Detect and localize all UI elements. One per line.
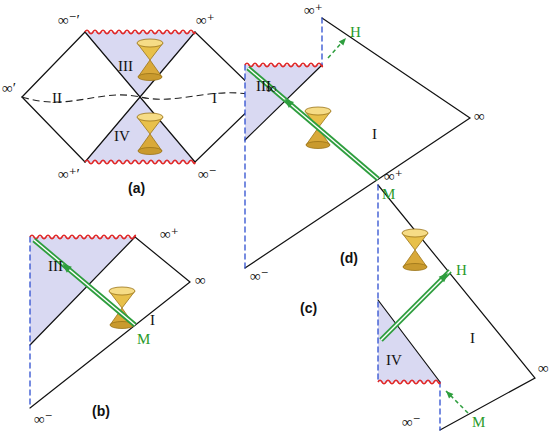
event-label: M: [382, 186, 395, 202]
origin-line: [377, 185, 378, 382]
boundary-line: [22, 97, 85, 162]
singularity-line: [85, 160, 195, 164]
event-label: M: [472, 414, 485, 430]
arrow-head: [284, 99, 294, 108]
infinity-label: ∞′: [2, 80, 16, 96]
arrow-head: [339, 38, 346, 46]
dashed-ray: [328, 38, 346, 58]
light-cone-top: [137, 39, 163, 47]
region-label: III: [256, 78, 271, 94]
infinity-label: ∞⁻: [198, 166, 217, 182]
singularity-line: [245, 63, 322, 67]
light-cone-top: [402, 229, 428, 237]
arrow-head: [446, 391, 453, 398]
singularity-line: [378, 380, 440, 384]
region-label: I: [372, 126, 377, 142]
region-label: I: [150, 312, 155, 328]
singularity-line: [30, 235, 135, 239]
infinity-label: ∞⁻′: [58, 12, 80, 28]
light-cone-base: [138, 148, 162, 155]
light-ray: [34, 240, 135, 325]
event-label: H: [350, 24, 361, 40]
shaded-region: [85, 32, 195, 97]
infinity-label: ∞⁺: [304, 2, 323, 18]
region-label: I: [470, 330, 475, 346]
infinity-label: ∞⁺: [384, 168, 403, 184]
horizon-line: [85, 32, 195, 162]
boundary-line: [22, 32, 85, 97]
event-label: H: [456, 262, 467, 278]
panel-label: (b): [92, 403, 110, 419]
light-ray-core: [34, 240, 135, 325]
infinity-label: ∞⁺: [196, 12, 215, 28]
light-ray: [381, 271, 450, 340]
panel-label: (c): [300, 300, 317, 316]
panel-label: (d): [340, 250, 358, 266]
region-label: III: [118, 58, 133, 74]
event-label: M: [137, 331, 150, 347]
region-label: I: [212, 90, 217, 106]
shaded-region: [30, 237, 135, 345]
infinity-label: ∞: [474, 108, 485, 124]
boundary-line: [245, 18, 470, 268]
origin-line: [29, 237, 30, 408]
infinity-label: ∞: [538, 360, 549, 376]
arrow-head: [62, 264, 72, 273]
light-cone-top: [305, 107, 331, 115]
light-cone-base: [403, 264, 427, 271]
arrow-head: [439, 273, 448, 282]
infinity-label: ∞⁺′: [58, 166, 80, 182]
region-label: II: [52, 90, 62, 106]
origin-line: [439, 382, 440, 430]
region-label: III: [48, 258, 63, 274]
region-label: IV: [386, 352, 402, 368]
boundary-line: [30, 237, 190, 408]
origin-line: [321, 18, 322, 65]
light-cone-top: [109, 287, 135, 295]
region-label: IV: [114, 128, 130, 144]
infinity-label: ∞⁻: [34, 411, 53, 427]
light-ray-core: [381, 271, 450, 340]
light-cone-top: [137, 113, 163, 121]
infinity-label: ∞: [195, 272, 206, 288]
infinity-label: ∞⁻: [402, 414, 421, 430]
boundary-line: [378, 185, 535, 430]
light-cone-base: [138, 74, 162, 81]
panel-label: (a): [128, 180, 145, 196]
horizon-line: [30, 237, 135, 345]
shaded-region: [85, 97, 195, 162]
origin-line: [244, 65, 245, 268]
infinity-label: ∞⁺: [160, 226, 179, 242]
light-cone-base: [306, 142, 330, 149]
light-ray: [248, 68, 378, 179]
dashed-ray: [446, 391, 468, 413]
light-ray-core: [248, 68, 378, 179]
infinity-label: ∞⁻: [250, 268, 269, 284]
horizon-line: [85, 32, 195, 162]
singularity-line: [85, 30, 195, 34]
